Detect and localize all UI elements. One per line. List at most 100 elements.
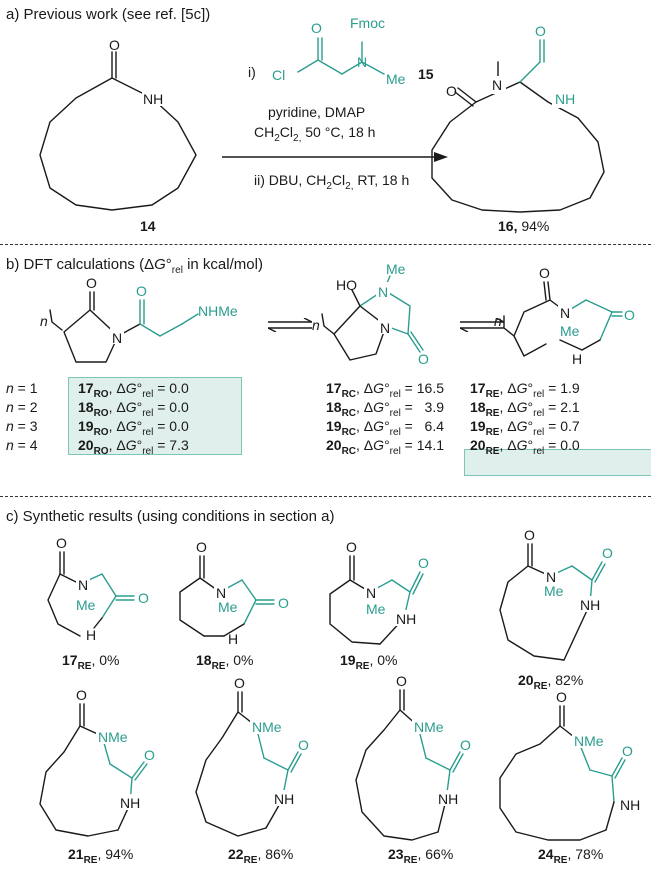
compound-id: 20 [470, 437, 486, 453]
row-n-label: n = 2 [6, 399, 38, 415]
degree-symbol: ° [527, 399, 534, 415]
compound-suffix: RO [93, 427, 109, 438]
ro-energy-17: 17RO, ΔG°rel = 0.0 [78, 380, 189, 400]
section-c-heading: c) Synthetic results (using conditions i… [6, 508, 335, 525]
energy-value: = 0.0 [544, 437, 580, 453]
rel-subscript: rel [533, 408, 545, 419]
re-energy-19: 19RE, ΔG°rel = 0.7 [470, 418, 580, 438]
degree-symbol: ° [527, 380, 534, 396]
compound-label-22re: 22RE, 86% [228, 846, 293, 866]
divider-a [0, 244, 651, 245]
ro-highlight-box [68, 377, 242, 455]
compound-suffix: RE [533, 681, 548, 692]
compound-yield: , 82% [547, 672, 584, 688]
structure-17re: O N Me O H [47, 535, 149, 643]
atom-nme: NMe [252, 719, 282, 735]
atom-n: N [378, 284, 388, 300]
n-variable: n [6, 418, 14, 434]
energy-value: = 3.9 [400, 399, 444, 415]
delta-symbol: , Δ [108, 437, 126, 453]
g-symbol: G [373, 380, 385, 396]
compound-id: 19 [78, 418, 94, 434]
atom-me: Me [366, 601, 386, 617]
compound-suffix: RE [553, 855, 568, 866]
rel-subscript: rel [533, 389, 545, 400]
structure-20re: O N Me O NH [499, 527, 613, 661]
atom-nh: NH [620, 797, 640, 813]
atom-o: O [234, 675, 245, 691]
energy-value: = 7.3 [153, 437, 189, 453]
rc-energy-18: 18RC, ΔG°rel = 3.9 [326, 399, 444, 419]
ro-energy-18: 18RO, ΔG°rel = 0.0 [78, 399, 189, 419]
product-16-structure: O N O NH [431, 23, 605, 213]
energy-value: = 0.0 [153, 399, 189, 415]
atom-me: Me [560, 323, 580, 339]
n-value: = 4 [13, 437, 38, 453]
compound-id: 18 [470, 399, 486, 415]
atom-me: Me [218, 599, 238, 615]
lactam-14-structure: O NH [39, 37, 197, 211]
re-20-highlight-box [464, 449, 651, 476]
degree-symbol: ° [136, 380, 143, 396]
atom-o: O [396, 673, 407, 689]
atom-o: O [624, 307, 635, 323]
atom-nh: NH [438, 791, 458, 807]
structure-22re: O NMe O NH [195, 675, 309, 837]
compound-id: 19 [340, 652, 356, 668]
equilibrium-arrow-1 [268, 318, 312, 332]
nhme-group: NHMe [198, 303, 238, 319]
compound-id: 18 [78, 399, 94, 415]
atom-h: H [228, 631, 238, 647]
rel-subscript: rel [142, 408, 154, 419]
atom-o: O [622, 743, 633, 759]
compound-suffix: RE [77, 661, 92, 672]
atom-fmoc: Fmoc [350, 15, 385, 31]
n-value: = 1 [13, 380, 38, 396]
g-symbol: G [125, 437, 137, 453]
compound-id: 19 [470, 418, 486, 434]
compound-suffix: RE [485, 389, 500, 400]
rel-subscript: rel [389, 446, 401, 457]
atom-nh: NH [274, 791, 294, 807]
rel-subscript: rel [389, 427, 401, 438]
compound-id: 20 [518, 672, 534, 688]
compound-suffix: RE [485, 446, 500, 457]
rc-energy-20: 20RC, ΔG°rel = 14.1 [326, 437, 444, 457]
atom-n-italic: n [312, 317, 320, 333]
delta-symbol: , Δ [356, 380, 374, 396]
re-structure: O N Me O H n [494, 265, 635, 367]
atom-o: O [535, 23, 546, 39]
degree-symbol: ° [136, 399, 143, 415]
atom-h: H [86, 627, 96, 643]
compound-label-24re: 24RE, 78% [538, 846, 603, 866]
rc-structure: HO N N Me O n [312, 261, 429, 367]
rel-subscript: rel [142, 446, 154, 457]
atom-cl: Cl [272, 67, 285, 83]
atom-o: O [556, 689, 567, 705]
compound-id: 18 [196, 652, 212, 668]
compound-suffix: RC [341, 427, 357, 438]
atom-o: O [138, 590, 149, 606]
delta-symbol: , Δ [108, 399, 126, 415]
atom-n: N [357, 54, 367, 70]
atom-o: O [446, 83, 457, 99]
compound-label-20re: 20RE, 82% [518, 672, 583, 692]
compound-id: 17 [62, 652, 78, 668]
atom-nh: NH [396, 611, 416, 627]
delta-symbol: , Δ [356, 399, 374, 415]
ro-structure: O N O NHMe n [40, 275, 238, 363]
energy-value: = 14.1 [400, 437, 444, 453]
atom-o: O [56, 535, 67, 551]
compound-suffix: RE [485, 408, 500, 419]
rel-subscript: rel [389, 389, 401, 400]
atom-nme: NMe [574, 733, 604, 749]
compound-suffix: RO [93, 446, 109, 457]
energy-value: = 0.7 [544, 418, 580, 434]
atom-nme: NMe [98, 729, 128, 745]
compound-id: 17 [326, 380, 342, 396]
compound-id: 18 [326, 399, 342, 415]
atom-o: O [76, 687, 87, 703]
g-symbol: G [373, 399, 385, 415]
